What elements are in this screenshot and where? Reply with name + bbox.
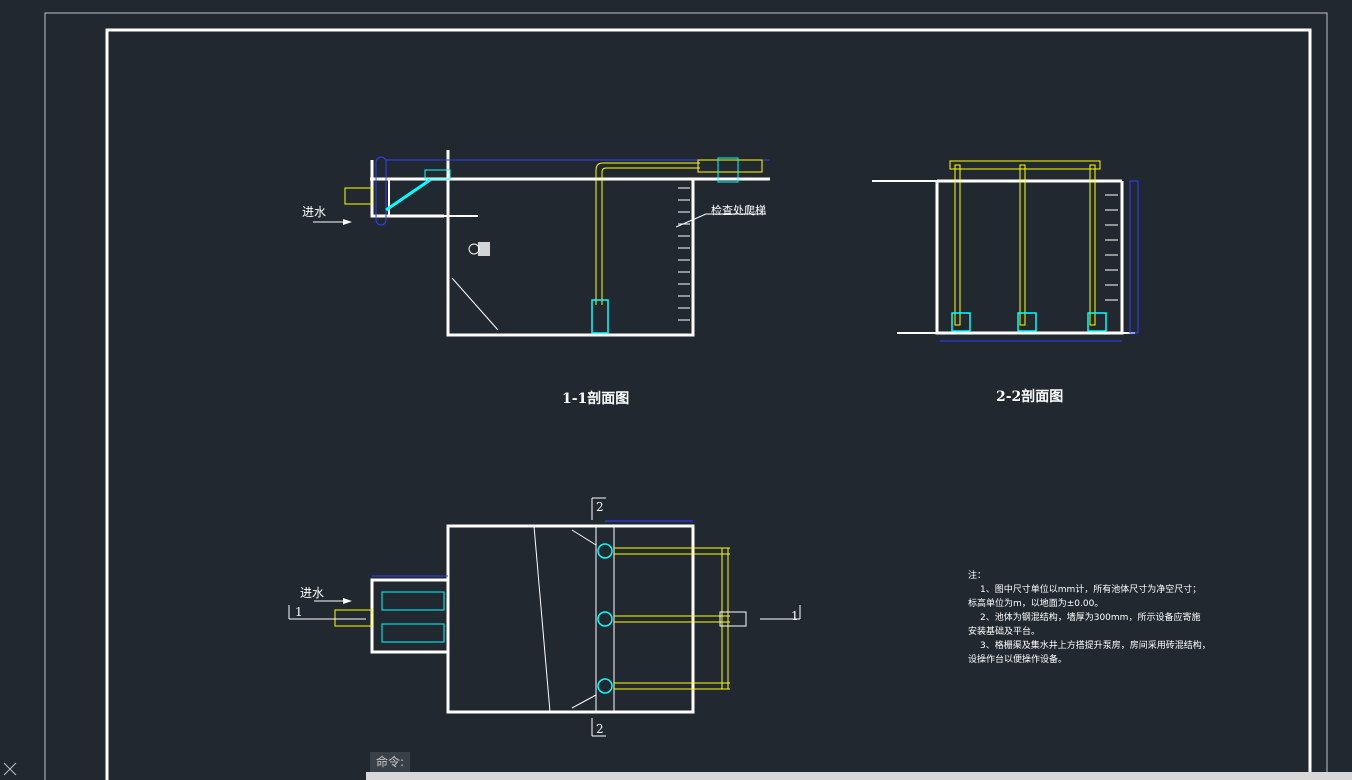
bar-screen	[385, 178, 431, 212]
section-1-1	[313, 150, 770, 337]
section-1-1-title: 1-1剖面图	[562, 390, 629, 407]
plan-view	[288, 497, 801, 737]
pump-icon	[591, 299, 609, 334]
plan-screen-channel	[370, 578, 450, 654]
section-mark-2-top: 2	[596, 500, 604, 514]
pump-icon	[597, 543, 613, 559]
inlet-label-top: 进水	[302, 205, 326, 219]
section-mark-1-left: 1	[295, 605, 303, 619]
pump-icon	[1017, 312, 1037, 332]
pump-icon	[1087, 312, 1107, 332]
outer-sheet-border	[44, 12, 1328, 780]
section-mark-2-bottom: 2	[596, 722, 604, 736]
notes-line-2: 标高单位为m，以地面为±0.00。	[968, 597, 1103, 609]
ladder-label: 检查处爬梯	[711, 203, 766, 217]
ucs-axis-icon	[3, 762, 17, 776]
inner-sheet-border	[105, 28, 1312, 780]
command-line[interactable]: 命令:	[370, 752, 411, 772]
command-prompt: 命令:	[376, 755, 405, 769]
inlet-chamber	[370, 160, 444, 218]
main-tank-1-1	[446, 150, 695, 337]
inlet-pipe	[344, 187, 373, 205]
pump-icon	[951, 312, 971, 332]
section-2-2-title: 2-2剖面图	[996, 388, 1063, 405]
pump-icon	[597, 611, 613, 627]
pump-icon	[597, 678, 613, 694]
notes-block: 注： 1、图中尺寸单位以mm计，所有池体尺寸为净空尺寸； 标高单位为m，以地面为…	[968, 569, 1211, 665]
ladder	[678, 187, 690, 321]
notes-line-4: 安装基础及平台。	[968, 625, 1040, 637]
section-2-2	[872, 160, 1139, 342]
notes-line-1: 1、图中尺寸单位以mm计，所有池体尺寸为净空尺寸；	[980, 583, 1201, 595]
level-symbol-icon	[468, 243, 480, 255]
valve-icon	[717, 157, 739, 183]
section-mark-1-right: 1	[791, 609, 799, 623]
notes-line-6: 设操作台以便操作设备。	[968, 653, 1067, 665]
notes-heading: 注：	[968, 569, 986, 581]
main-tank-2-2	[935, 181, 1124, 335]
inlet-label-plan: 进水	[300, 586, 324, 600]
notes-line-3: 2、池体为钢混结构，墙厚为300mm，所示设备应寄施	[980, 611, 1200, 623]
notes-line-5: 3、格栅渠及集水井上方搭提升泵房，房间采用砖混结构，	[980, 639, 1211, 651]
status-bar[interactable]	[366, 772, 1352, 780]
